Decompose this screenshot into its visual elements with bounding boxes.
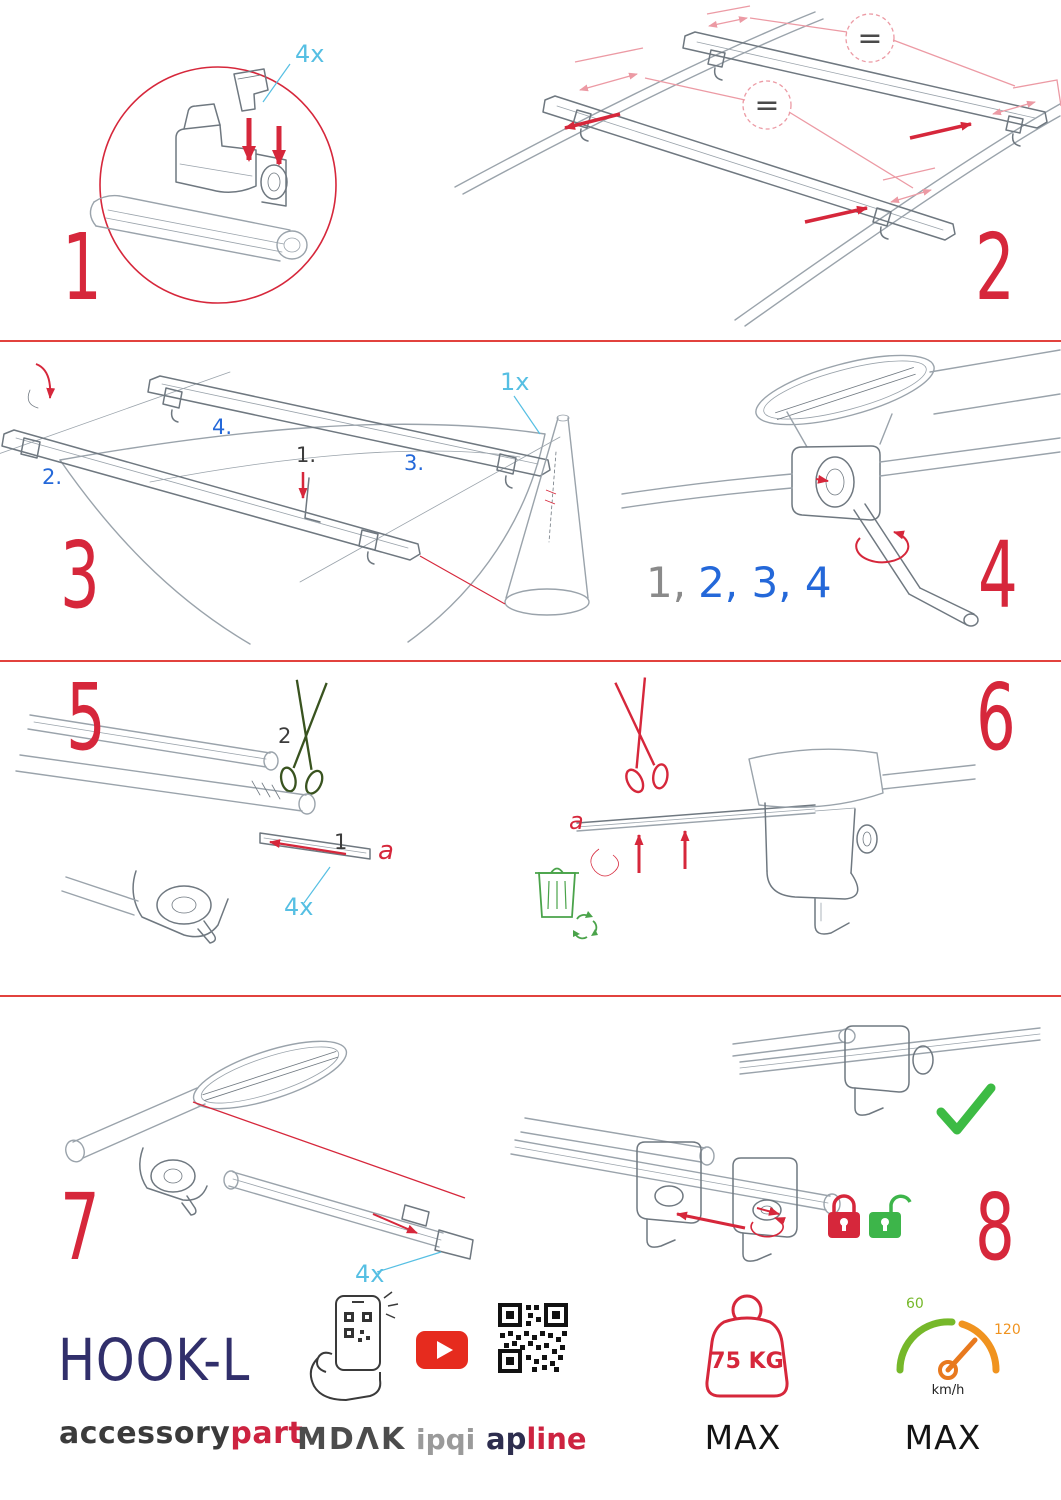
logo-apline-line: line [526,1422,587,1456]
hand-drawing [309,1351,382,1402]
scissors-icon [614,677,669,794]
speed-unit-label: km/h [932,1383,965,1398]
max-speed-icon: 60 120 km/h [896,1296,1021,1398]
slide-arrow [909,121,972,140]
step-8-number: 8 [975,1174,1015,1281]
cut-offcut-curl [590,848,619,877]
qty-label: 4x [284,893,313,921]
step-6-illustration: a [535,677,976,940]
step-5-number: 5 [66,664,106,771]
section-divider [0,995,1061,997]
step-4-number: 4 [978,522,1018,629]
logo-apline: apline [486,1422,587,1456]
pull-arrow [269,839,347,856]
step-2-illustration: = = [454,5,1061,327]
phone-qr-screen [344,1312,372,1342]
crossbar-drawing [682,31,1048,129]
logo-apline-ap: ap [486,1422,527,1456]
max-load-label: MAX [704,1418,782,1457]
speed-low-label: 60 [906,1296,924,1312]
rotate-arrow [855,530,910,564]
logo-ipqi: ipqi [416,1423,476,1456]
phone-qr-icon [309,1291,399,1402]
strip-a-label: a [569,807,584,835]
padlock-closed-icon [828,1194,860,1238]
step-6-number: 6 [976,664,1016,771]
end-cap-drawing [434,1229,474,1260]
clamp-drawing [636,1141,702,1248]
allen-key-drawing [853,503,979,627]
qr-code [498,1303,568,1373]
cut-step-2-label: 2 [278,724,291,748]
recycle-icon [573,911,598,940]
youtube-icon [416,1331,468,1369]
brand-logo-accessory: accessory [59,1416,231,1451]
sequence-gray: 1, [646,558,687,607]
insert-arrow [372,1213,418,1234]
padlock-open-icon [869,1194,912,1238]
step-5-illustration: 2 1 a 4x [15,679,394,944]
rotate-arrow [750,1217,786,1238]
step-2-number: 2 [975,214,1015,321]
max-load-value: 75 KG [710,1349,783,1374]
qty-label: 1x [500,368,529,396]
cut-step-1-label: 1 [334,830,347,854]
step-4-illustration [621,349,1061,627]
product-name: HOOK-L [58,1326,251,1394]
substep-1-label: 1. [296,443,316,467]
rubber-insert-drawing [233,68,269,112]
tool-bag-drawing [504,414,590,616]
substep-3-label: 3. [404,451,424,475]
substep-2-label: 2. [42,465,62,489]
tightening-sequence: 1,2, 3, 4 [646,558,832,607]
crossbar-drawing [542,95,956,241]
step-8-illustration [510,1025,1041,1262]
clamp-drawing [844,1025,934,1116]
logo-mdak: MDΛK [297,1422,407,1457]
speed-high-label: 120 [994,1322,1021,1338]
max-speed-label: MAX [904,1418,982,1457]
step-3-number: 3 [60,522,100,629]
sequence-blue: 2, 3, 4 [698,558,832,607]
qty-label: 4x [295,40,324,68]
guide-line [192,1101,466,1199]
step-1-number: 1 [62,214,102,321]
equal-spacing-badge [845,13,895,63]
zoom-circle [99,66,337,304]
section-divider [0,660,1061,662]
rubber-strip-drawing [576,804,816,824]
step-7-illustration: 4x [65,1040,474,1288]
scissors-icon [279,679,328,795]
clamp-drawing [61,870,229,944]
step-7-number: 7 [60,1174,100,1281]
trash-bin-icon [535,867,598,940]
slide-arrow [804,205,868,224]
max-load-icon: 75 KG [705,1294,789,1398]
rotate-arrow [35,363,56,399]
equal-sign: = [754,88,779,123]
checkmark-icon [936,1083,996,1135]
allen-key-drawing [304,477,321,523]
substep-4-label: 4. [212,415,232,439]
rubber-strip-drawing [259,832,371,860]
qty-label: 4x [355,1260,384,1288]
clamp-drawing [791,445,881,521]
foot-tower-drawing [748,748,976,935]
step-1-illustration: 4x [89,40,337,304]
step-3-illustration: 4. 1. 3. 2. 1x [0,363,590,645]
strip-a-label: a [378,836,394,866]
clamp-drawing [175,124,257,193]
equal-spacing-badge [742,80,792,130]
slide-arrow [564,112,621,130]
brand-logo-part: part [230,1416,304,1451]
section-divider [0,340,1061,342]
slide-arrow [676,1211,746,1230]
clamp-drawing [139,1147,208,1216]
leader-line [419,555,506,605]
equal-sign: = [857,21,882,56]
brand-logo: accessorypart [59,1416,303,1451]
